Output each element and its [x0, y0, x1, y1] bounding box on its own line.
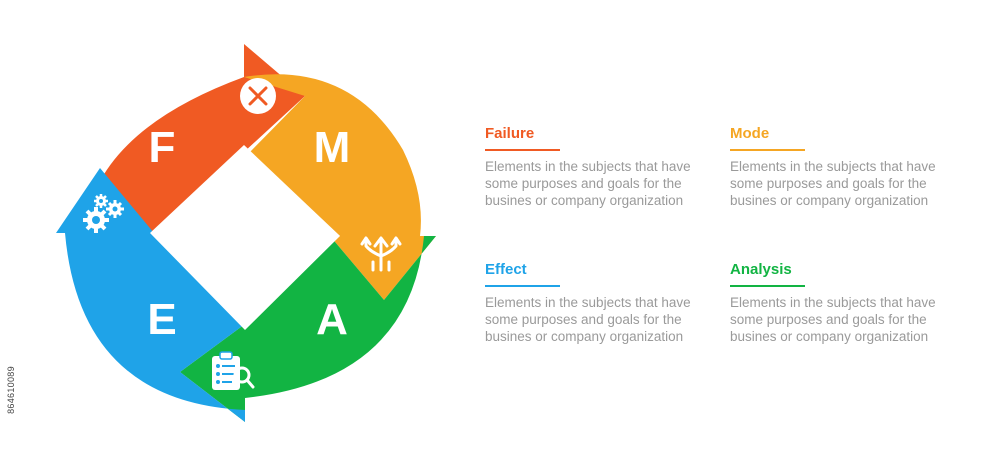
letter-e: E [147, 295, 176, 344]
info-title: Effect [485, 261, 527, 278]
clipboard-search-icon [212, 351, 255, 390]
segment-analysis [180, 236, 436, 422]
title-underline [730, 149, 805, 151]
info-desc-line: Elements in the subjects that have [485, 295, 691, 310]
info-desc-line: busines or company organization [485, 193, 684, 208]
title-underline [485, 285, 560, 287]
stock-id-label: 864610089 [6, 366, 16, 414]
info-desc-line: some purposes and goals for the [730, 176, 927, 191]
info-failure: Failure Elements in the subjects that ha… [485, 125, 700, 209]
letter-a: A [316, 295, 348, 344]
close-circle-icon [240, 78, 276, 114]
info-title: Analysis [730, 261, 792, 278]
gears-icon [83, 194, 124, 233]
title-underline [730, 285, 805, 287]
title-underline [485, 149, 560, 151]
info-title: Mode [730, 125, 770, 142]
segment-effect [56, 168, 245, 422]
info-effect: Effect Elements in the subjects that hav… [485, 261, 700, 345]
info-desc-line: Elements in the subjects that have [485, 159, 691, 174]
info-desc-line: some purposes and goals for the [485, 312, 682, 327]
segment-mode [244, 74, 436, 300]
info-desc-line: some purposes and goals for the [730, 312, 927, 327]
info-desc-line: some purposes and goals for the [485, 176, 682, 191]
diverging-arrows-icon [360, 236, 402, 272]
letter-f: F [149, 123, 176, 172]
info-analysis: Analysis Elements in the subjects that h… [730, 261, 945, 345]
info-title: Failure [485, 125, 535, 142]
info-desc-line: busines or company organization [485, 329, 684, 344]
letter-m: M [314, 123, 351, 172]
info-desc-line: Elements in the subjects that have [730, 159, 936, 174]
fmea-cycle-diagram: F M A E [56, 44, 436, 422]
center-diamond [150, 145, 340, 330]
info-mode: Mode Elements in the subjects that have … [730, 125, 945, 209]
info-desc-line: Elements in the subjects that have [730, 295, 936, 310]
info-desc-line: busines or company organization [730, 193, 929, 208]
info-desc-line: busines or company organization [730, 329, 929, 344]
